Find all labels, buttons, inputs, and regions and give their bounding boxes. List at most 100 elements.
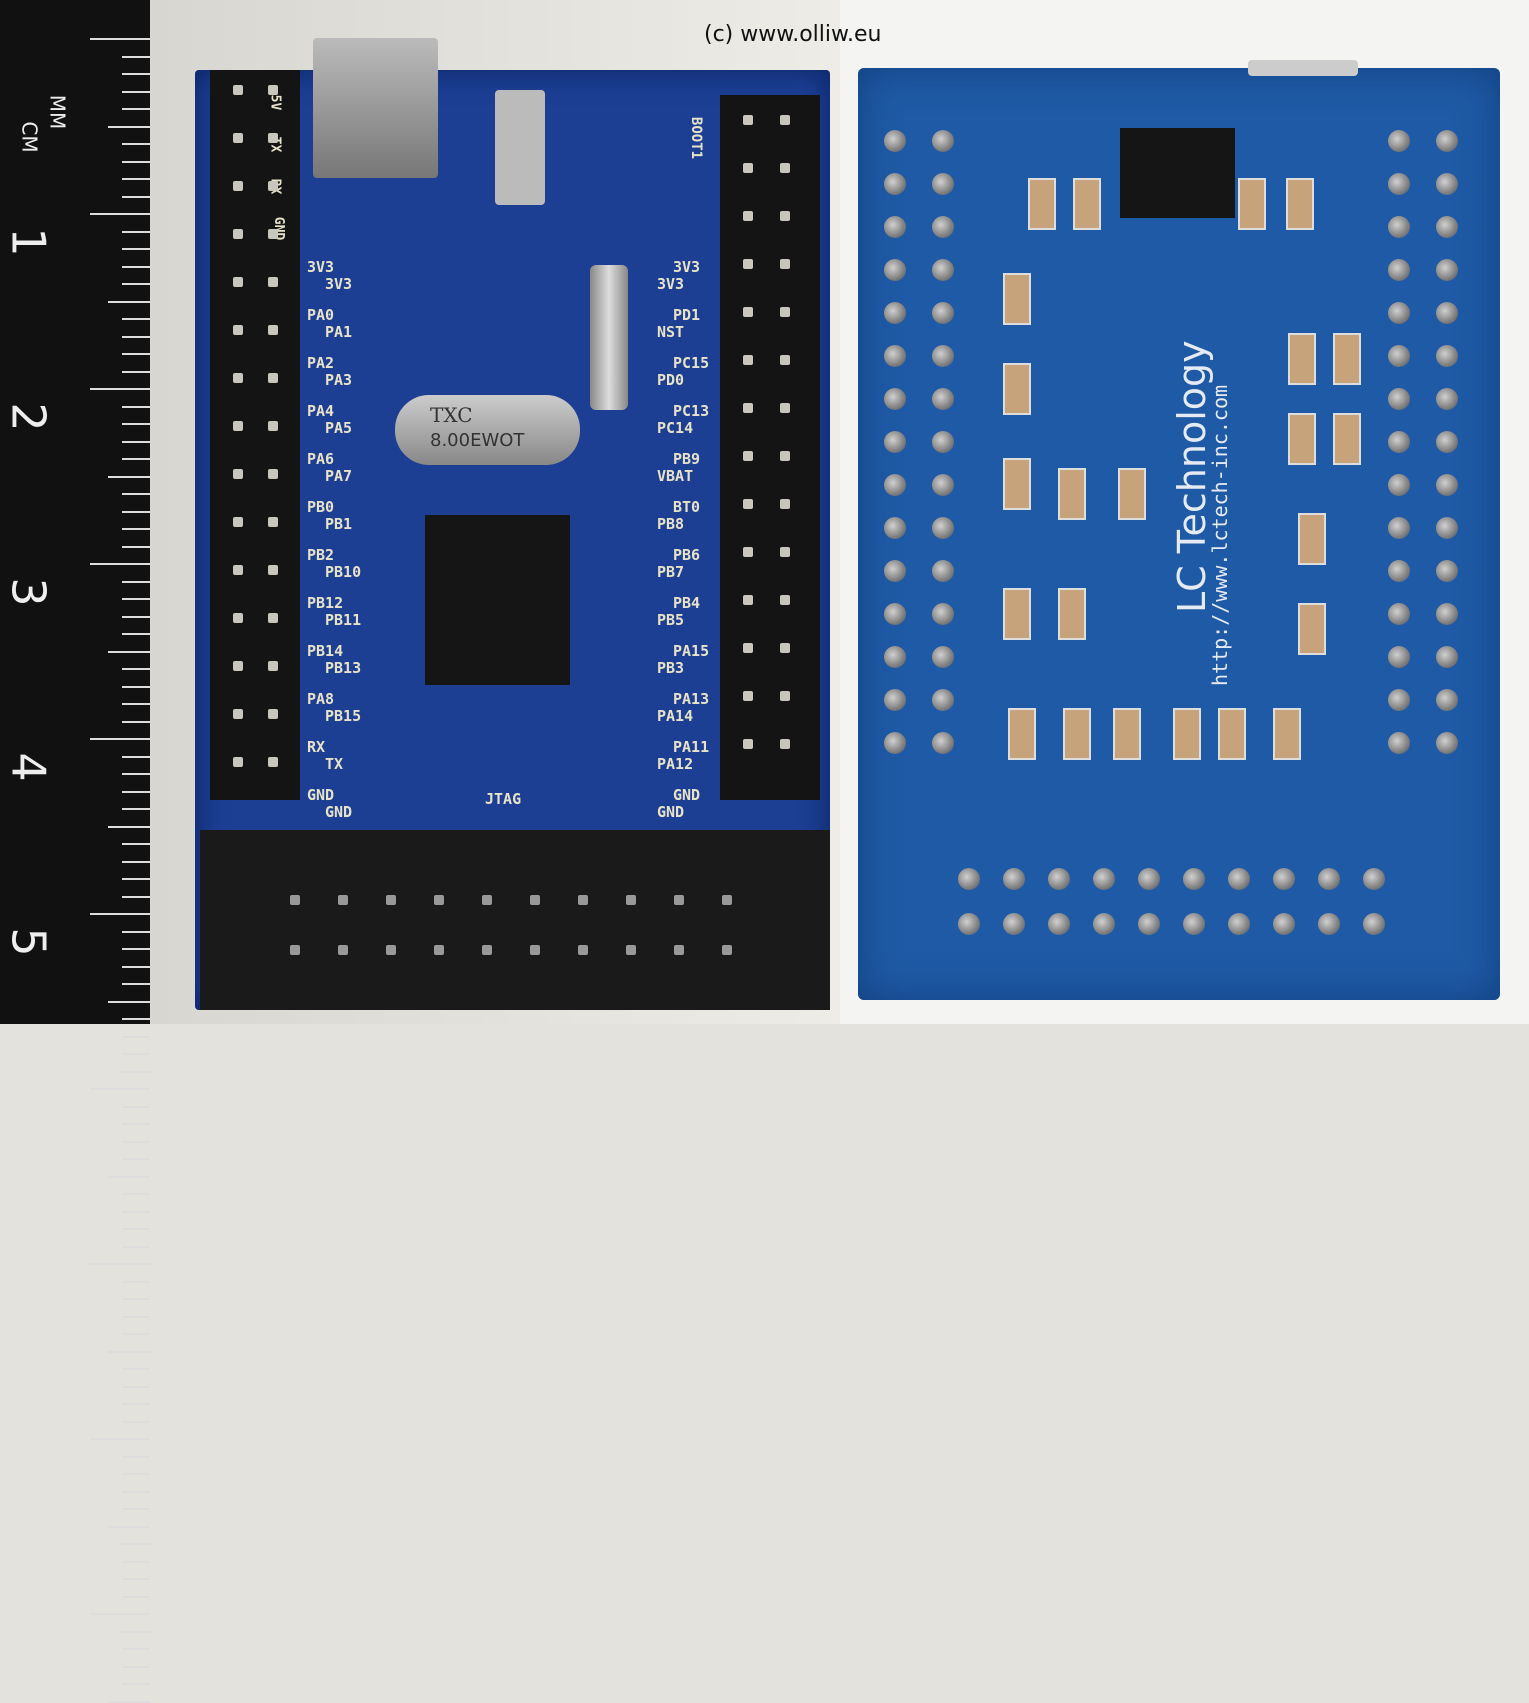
ruler-tick xyxy=(122,248,150,250)
solder-pin xyxy=(932,345,954,367)
header-pin xyxy=(743,307,753,317)
solder-pin xyxy=(1228,913,1250,935)
header-pin xyxy=(233,661,243,671)
solder-pin xyxy=(1388,345,1410,367)
solder-pin xyxy=(1363,868,1385,890)
pin-label: PB8 xyxy=(657,515,685,533)
header-pin xyxy=(780,403,790,413)
solder-pin xyxy=(932,388,954,410)
header-pin xyxy=(233,709,243,719)
ruler-tick xyxy=(122,73,150,75)
jtag-pin xyxy=(434,895,444,905)
ruler-tick xyxy=(122,1070,150,1073)
header-pin xyxy=(780,499,790,509)
header-pin xyxy=(743,403,753,413)
solder-pin xyxy=(932,560,954,582)
jtag-pin xyxy=(674,945,684,955)
pin-label: PA3 xyxy=(325,371,353,389)
pin-label: PB13 xyxy=(325,659,362,677)
ruler-tick xyxy=(122,755,150,758)
solder-pin xyxy=(1388,259,1410,281)
pin-label: PC14 xyxy=(657,419,694,437)
ruler-tick xyxy=(122,860,150,863)
jtag-pin xyxy=(482,945,492,955)
pin-label: PD0 xyxy=(657,371,685,389)
solder-pin xyxy=(1388,474,1410,496)
header-pin xyxy=(233,517,243,527)
right-pin-header xyxy=(720,95,820,800)
solder-pin xyxy=(1436,173,1458,195)
voltage-regulator xyxy=(1120,128,1235,218)
ruler-tick xyxy=(122,633,150,635)
header-pin xyxy=(780,259,790,269)
pin-label: PA14 xyxy=(657,707,694,725)
ruler-tick xyxy=(122,1630,150,1633)
ruler-tick xyxy=(122,1403,150,1405)
jtag-pin xyxy=(674,895,684,905)
header-pin xyxy=(743,691,753,701)
pin-label: PB4 xyxy=(673,594,701,612)
usb-connector-edge xyxy=(1248,60,1358,76)
ruler-tick xyxy=(122,790,150,793)
serial-label: 5V xyxy=(267,94,283,111)
ruler-tick xyxy=(122,1543,150,1545)
ruler-tick xyxy=(108,125,150,128)
reset-button xyxy=(495,90,545,205)
solder-pin xyxy=(932,517,954,539)
ruler-tick xyxy=(90,913,150,915)
solder-pin xyxy=(1436,345,1458,367)
solder-pin xyxy=(884,302,906,324)
ruler-tick xyxy=(122,90,150,93)
solder-pin xyxy=(1273,913,1295,935)
rtc-crystal xyxy=(590,265,628,410)
solder-pin xyxy=(1318,868,1340,890)
solder-pin xyxy=(958,913,980,935)
solder-pin xyxy=(884,474,906,496)
ruler-tick xyxy=(122,843,150,845)
solder-pin xyxy=(1436,603,1458,625)
pin-label: PA11 xyxy=(673,738,710,756)
ruler-tick xyxy=(122,195,150,198)
pin-label: GND xyxy=(657,803,685,821)
solder-pin xyxy=(958,868,980,890)
header-pin xyxy=(268,85,278,95)
ruler-tick xyxy=(122,668,150,670)
pin-label: GND xyxy=(307,786,335,804)
pin-label: PB0 xyxy=(307,498,335,516)
ruler-tick xyxy=(122,1193,150,1195)
ruler-tick xyxy=(122,1158,150,1160)
smd-component xyxy=(1113,708,1141,760)
ruler-tick xyxy=(90,738,150,740)
pin-label: PB10 xyxy=(325,563,362,581)
header-pin xyxy=(780,595,790,605)
ruler-tick xyxy=(90,1438,150,1440)
header-pin xyxy=(743,115,753,125)
solder-pin xyxy=(1273,868,1295,890)
header-pin xyxy=(743,259,753,269)
pin-label: PA15 xyxy=(673,642,710,660)
ruler-tick xyxy=(122,1280,150,1283)
smd-component xyxy=(1063,708,1091,760)
ruler-tick xyxy=(122,895,150,898)
header-pin xyxy=(268,421,278,431)
ruler-tick xyxy=(122,1245,150,1248)
smd-component xyxy=(1118,468,1146,520)
header-pin xyxy=(268,613,278,623)
solder-pin xyxy=(1003,868,1025,890)
pin-label: PB15 xyxy=(325,707,362,725)
ruler-number: 3 xyxy=(1,577,56,607)
header-pin xyxy=(780,115,790,125)
ruler-tick xyxy=(122,545,150,548)
solder-pin xyxy=(884,431,906,453)
ruler-tick xyxy=(122,773,150,775)
ruler-tick xyxy=(122,1123,150,1125)
solder-pin xyxy=(932,431,954,453)
jtag-label: JTAG xyxy=(485,790,522,808)
solder-pin xyxy=(884,646,906,668)
ruler-tick xyxy=(90,1263,150,1265)
solder-pin xyxy=(1388,689,1410,711)
smd-component xyxy=(1028,178,1056,230)
ruler-tick xyxy=(122,965,150,968)
solder-pin xyxy=(1003,913,1025,935)
